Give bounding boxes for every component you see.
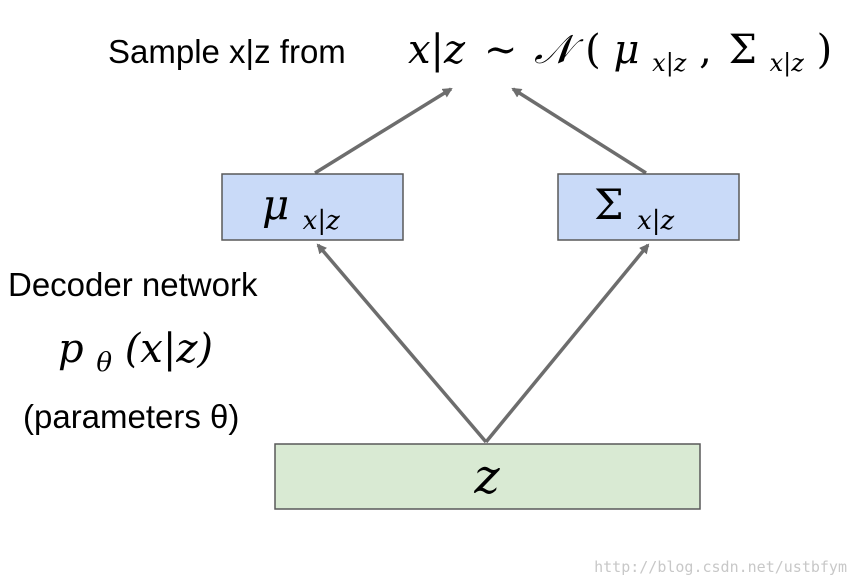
decoder-p-args: (x|z) [125,326,213,372]
arrow-sigma-to-sample [511,87,647,175]
z-box: z [274,443,701,510]
sigma-box-rect [557,173,740,241]
formula-mu-sub: x|z [652,49,687,78]
formula-open-paren: ( [585,27,601,73]
mu-box: μ x|z [221,173,404,241]
decoder-params: (parameters θ) [23,398,239,435]
mu-box-label: μ x|z [262,180,340,236]
formula-lhs: x|z [408,27,466,73]
sigma-box: Σ x|z [557,173,740,241]
mu-symbol: μ [262,180,289,229]
sigma-box-label: Σ x|z [594,180,674,236]
decoder-formula: p θ (x|z) [58,326,213,381]
decoder-title: Decoder network [8,266,258,303]
decoder-p-sub: θ [96,348,112,378]
arrow-z-to-mu [316,243,488,444]
formula-normal: 𝒩 [534,27,584,73]
sigma-symbol: Σ [594,180,624,229]
sample-label: Sample x|z from [108,33,346,70]
decoder-p: p [58,326,84,372]
formula-close-paren: ) [817,27,833,73]
formula-comma: , [699,27,712,73]
mu-subscript: x|z [303,206,340,236]
distribution-formula: x|z ∼ 𝒩 ( μ x|z , Σ x|z ) [408,27,832,81]
formula-sim: ∼ [484,27,518,73]
arrow-z-to-sigma [484,243,650,444]
formula-mu: μ [613,27,639,73]
z-box-rect [274,443,701,510]
sigma-subscript: x|z [637,206,674,236]
watermark: http://blog.csdn.net/ustbfym [594,558,847,576]
mu-box-rect [221,173,404,241]
formula-sigma: Σ [729,27,757,73]
arrow-mu-to-sample [314,87,453,175]
z-box-label: z [473,449,500,505]
formula-sigma-sub: x|z [770,49,805,78]
